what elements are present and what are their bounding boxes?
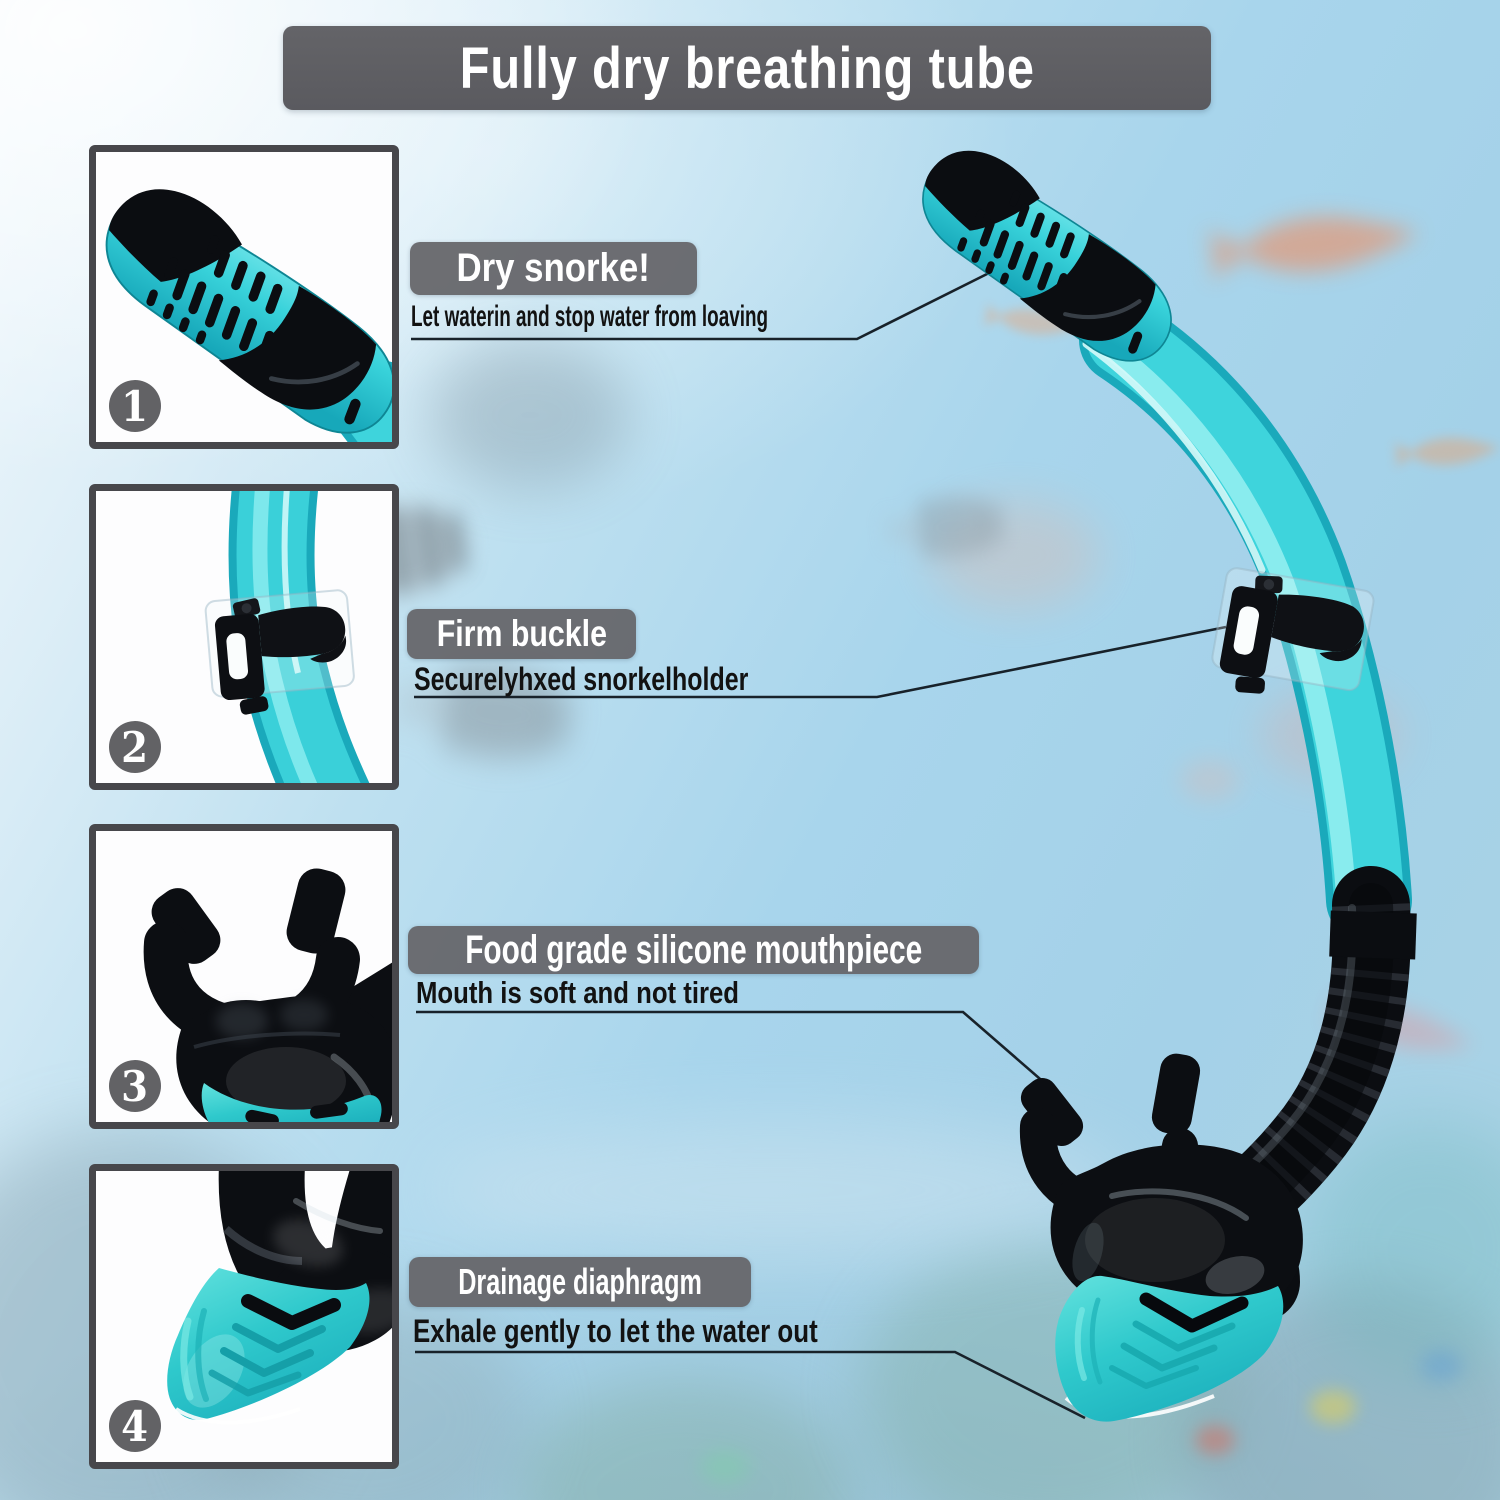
thumb-buckle (203, 491, 370, 783)
reef-dot (1310, 1390, 1356, 1424)
feature-sublabel-1: Let waterin and stop water from loaving (411, 300, 769, 333)
thumb-mouthpiece (143, 868, 392, 1122)
feature-box-3: 3 (89, 824, 399, 1129)
callout-lines (411, 270, 1227, 1420)
drain-valve-cover (1055, 1275, 1284, 1422)
callout-line-1 (411, 270, 992, 341)
title-banner: Fully dry breathing tube (283, 26, 1211, 110)
reef-dot (1180, 760, 1240, 800)
feature-box-2: 2 (89, 484, 399, 790)
callout-line-2 (414, 625, 1227, 699)
snorkel (900, 130, 1417, 1422)
feature-number-badge: 3 (109, 1060, 161, 1112)
reef-dot (1420, 1350, 1462, 1382)
feature-box-4: 4 (89, 1164, 399, 1469)
feature-label-1: Dry snorke! (410, 242, 697, 295)
snorkel-splash-guard (900, 130, 1195, 384)
feature-box-1: 1 (89, 145, 399, 449)
feature-number-badge: 4 (109, 1400, 161, 1452)
feature-sublabel-3: Mouth is soft and not tired (416, 975, 740, 1010)
snorkel-buckle (1206, 565, 1377, 714)
reef-dot (1195, 1425, 1235, 1455)
feature-number-badge: 2 (109, 721, 161, 773)
thumb-splash-guard (96, 152, 392, 442)
feature-sublabel-4: Exhale gently to let the water out (413, 1313, 818, 1349)
feature-sublabel-2: Securelyhxed snorkelholder (414, 661, 749, 697)
thumb-drain-valve (167, 1171, 392, 1425)
reef-dot (700, 1450, 750, 1484)
tube-hose-collar (1329, 910, 1417, 960)
snorkel-mouthpiece (1019, 1053, 1303, 1422)
callout-line-3 (416, 1010, 1063, 1099)
feature-label-4: Drainage diaphragm (409, 1257, 751, 1307)
feature-label-3: Food grade silicone mouthpiece (408, 926, 979, 974)
background-blob (430, 340, 630, 490)
callout-line-4 (415, 1350, 1086, 1420)
page-title: Fully dry breathing tube (459, 35, 1035, 101)
feature-number-badge: 1 (109, 380, 161, 432)
feature-label-2: Firm buckle (407, 609, 636, 659)
background-blob (430, 1120, 1130, 1260)
